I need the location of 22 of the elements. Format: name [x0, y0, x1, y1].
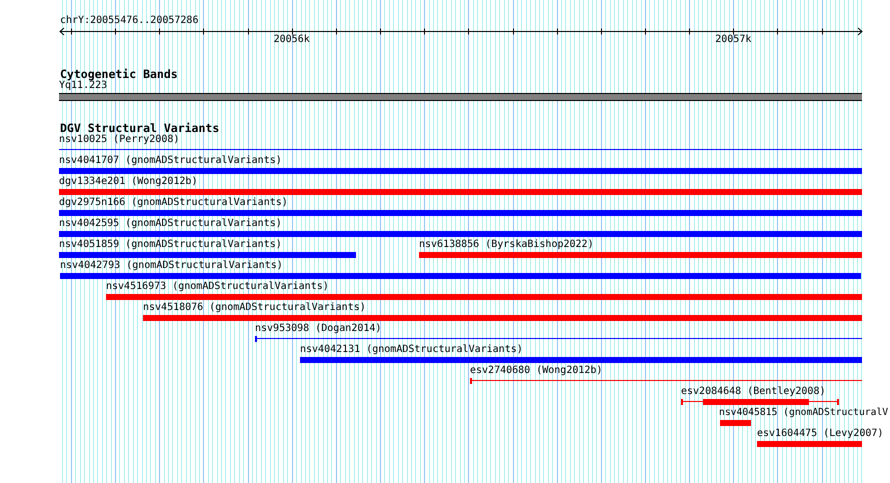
tick-label: 20057k — [715, 34, 752, 46]
feature-label: nsv4051859 (gnomADStructuralVariants) — [59, 239, 282, 251]
feature-label: nsv4042131 (gnomADStructuralVariants) — [300, 344, 523, 356]
track-title: DGV Structural Variants — [60, 122, 220, 134]
locus-label: chrY:20055476..20057286 — [60, 15, 198, 27]
feature-label: nsv4041707 (gnomADStructuralVariants) — [59, 155, 282, 167]
feature-label: nsv4042793 (gnomADStructuralVariants) — [60, 260, 283, 272]
feature-label: nsv4516973 (gnomADStructuralVariants) — [106, 281, 329, 293]
feature-label: nsv10025 (Perry2008) — [59, 134, 180, 146]
feature-label: esv1604475 (Levy2007) — [757, 428, 884, 440]
feature-label: nsv4042595 (gnomADStructuralVariants) — [59, 218, 282, 230]
feature-label: nsv953098 (Dogan2014) — [255, 323, 382, 335]
feature-label: nsv6138856 (ByrskaBishop2022) — [419, 239, 594, 251]
feature-label: esv2740680 (Wong2012b) — [470, 365, 602, 377]
feature-label: esv2084648 (Bentley2008) — [681, 386, 826, 398]
feature-label: nsv4045815 (gnomADStructuralV — [719, 407, 888, 419]
track-title: Cytogenetic Bands — [60, 68, 178, 80]
band-label: Yq11.223 — [59, 80, 108, 92]
feature-label: dgv2975n166 (gnomADStructuralVariants) — [59, 197, 288, 209]
tick-label: 20056k — [274, 34, 310, 46]
feature-label: nsv4518076 (gnomADStructuralVariants) — [143, 302, 366, 314]
feature-label: dgv1334e201 (Wong2012b) — [59, 176, 198, 188]
